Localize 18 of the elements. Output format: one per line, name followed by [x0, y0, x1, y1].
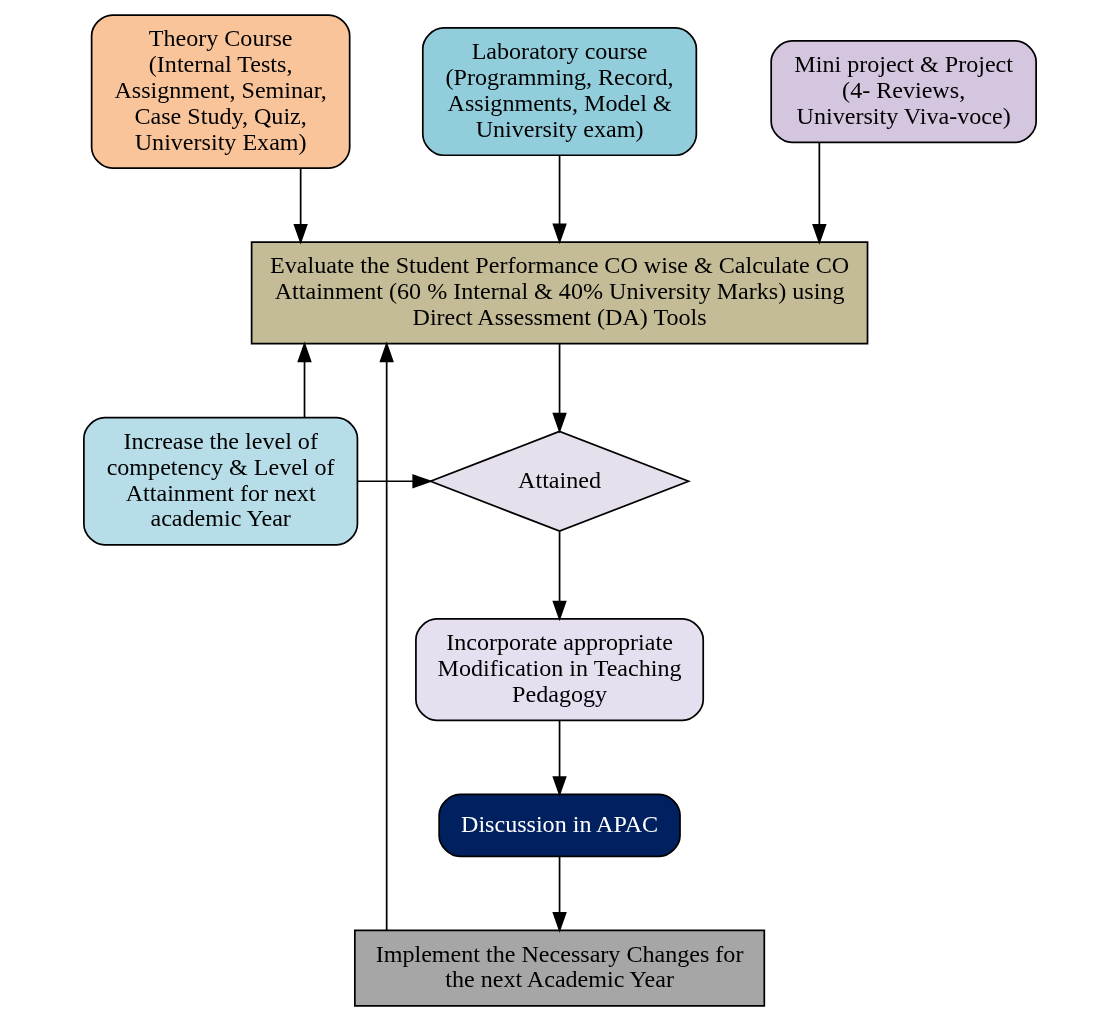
node-box: Evaluate the Student Performance CO wise & Calculate CO Attainment (60 % Internal & 40% University Marks) using Direct Assessment (DA) Tools	[250, 241, 868, 345]
arrow	[292, 167, 308, 245]
arrow	[356, 474, 433, 489]
arrow	[378, 341, 394, 931]
arrow	[551, 855, 567, 933]
arrow	[296, 341, 312, 419]
arrow	[551, 343, 567, 434]
node-box: Laboratory course (Programming, Record, Assignments, Model & University exam)	[421, 27, 697, 157]
arrow	[811, 141, 827, 245]
arrow	[551, 530, 567, 622]
node-box: Increase the level of competency & Level of Attainment for next academic Year	[82, 416, 358, 546]
node-box: Discussion in APAC	[437, 793, 681, 858]
arrow	[551, 154, 567, 245]
node-box: Theory Course (Internal Tests, Assignment, Seminar, Case Study, Quiz, University Exam)	[90, 14, 351, 169]
node-box: Implement the Necessary Changes for the next Academic Year	[353, 929, 765, 1007]
node-box: Incorporate appropriate Modification in Teaching Pedagogy	[414, 618, 704, 722]
arrow	[551, 719, 567, 797]
node-box: Mini project & Project (4- Reviews, University Viva-voce)	[769, 39, 1037, 144]
